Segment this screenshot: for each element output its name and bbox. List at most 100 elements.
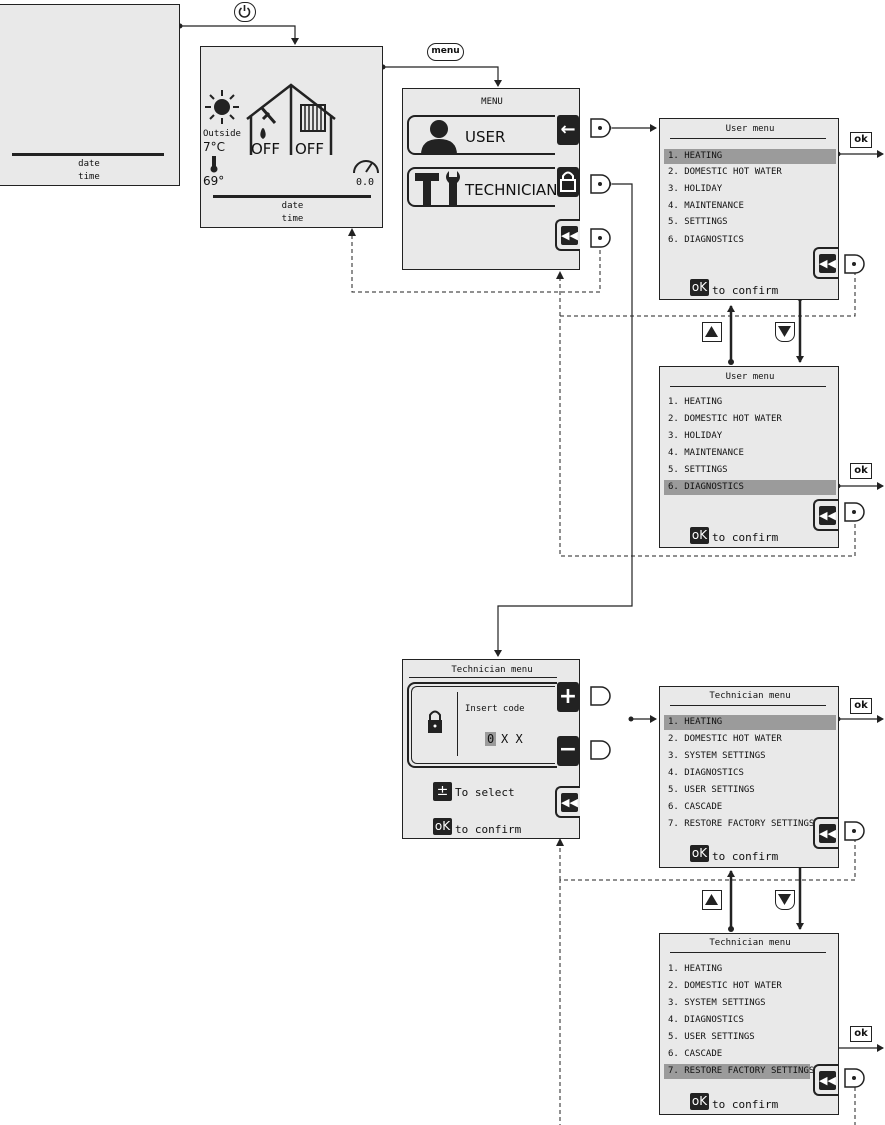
power-icon xyxy=(238,5,251,18)
title-rule xyxy=(670,705,826,706)
outside-label: Outside xyxy=(203,129,241,139)
user-menu-title: User menu xyxy=(725,372,775,382)
list-item[interactable]: 3. HOLIDAY xyxy=(668,184,723,194)
rewind-button[interactable]: ◀◀ xyxy=(555,219,580,251)
back-arrow-button[interactable]: ← xyxy=(557,115,579,145)
user-menu-title: User menu xyxy=(725,124,775,134)
list-item[interactable]: 3. SYSTEM SETTINGS xyxy=(668,751,766,761)
arrow-down-icon xyxy=(778,326,791,337)
select-key-minus[interactable] xyxy=(590,740,612,760)
arrow-down-icon xyxy=(778,894,791,905)
code-screen-title: Technician menu xyxy=(451,665,533,675)
minus-button[interactable]: − xyxy=(557,736,579,766)
list-item[interactable]: 4. DIAGNOSTICS xyxy=(668,1015,744,1025)
confirm-label: to confirm xyxy=(712,1098,779,1111)
down-button[interactable] xyxy=(775,322,795,342)
list-item[interactable]: 4. MAINTENANCE xyxy=(668,448,744,458)
outside-temperature: 7°C xyxy=(203,140,226,154)
select-key-user[interactable] xyxy=(590,118,612,138)
list-item[interactable]: 1. HEATING xyxy=(664,715,836,730)
date-label: date xyxy=(281,201,304,211)
rewind-icon: ◀◀ xyxy=(819,1071,836,1090)
user-option[interactable]: USER xyxy=(407,115,555,155)
screen-insert-code: Technician menu Insert code 0 X X + − ± … xyxy=(402,659,580,839)
rewind-button[interactable]: ◀◀ xyxy=(813,499,838,531)
list-item[interactable]: 2. DOMESTIC HOT WATER xyxy=(668,414,782,424)
confirm-label: to confirm xyxy=(455,823,522,836)
list-item[interactable]: 3. SYSTEM SETTINGS xyxy=(668,998,766,1008)
plus-minus-icon: ± xyxy=(433,782,452,801)
list-item[interactable]: 6. DIAGNOSTICS xyxy=(668,235,744,245)
rewind-button[interactable]: ◀◀ xyxy=(813,247,838,279)
confirm-label: to confirm xyxy=(712,850,779,863)
confirm-label: to confirm xyxy=(712,531,779,544)
arrow-power-to-home xyxy=(180,25,299,45)
technician-option[interactable]: TECHNICIAN xyxy=(407,167,557,207)
code-digits-rest: X X xyxy=(501,732,523,746)
code-panel: Insert code 0 X X xyxy=(407,682,557,768)
rewind-icon: ◀◀ xyxy=(561,793,578,812)
list-item[interactable]: 5. SETTINGS xyxy=(668,465,728,475)
title-rule xyxy=(670,138,826,139)
list-item[interactable]: 6. CASCADE xyxy=(668,1049,723,1059)
house-icon xyxy=(246,83,336,155)
screen-home: Outside 7°C 69° OFF OFF 0.0 date time xyxy=(200,46,383,228)
select-key-back[interactable] xyxy=(844,821,866,841)
rewind-button[interactable]: ◀◀ xyxy=(813,817,838,849)
ok-button[interactable]: ok xyxy=(850,463,872,479)
list-item[interactable]: 1. HEATING xyxy=(668,397,723,407)
select-label: To select xyxy=(455,786,515,799)
select-key-back[interactable] xyxy=(844,502,866,522)
screen-technician-menu-heating: Technician menu 1. HEATING 2. DOMESTIC H… xyxy=(659,686,839,868)
divider xyxy=(213,195,371,198)
ok-icon: oK xyxy=(690,845,709,862)
rewind-button[interactable]: ◀◀ xyxy=(813,1064,838,1096)
ok-button[interactable]: ok xyxy=(850,1026,872,1042)
plus-button[interactable]: + xyxy=(557,682,579,712)
select-key-back[interactable] xyxy=(590,228,612,248)
list-item[interactable]: 2. DOMESTIC HOT WATER xyxy=(668,981,782,991)
list-item[interactable]: 1. HEATING xyxy=(668,964,723,974)
select-key-plus[interactable] xyxy=(590,686,612,706)
list-item[interactable]: 7. RESTORE FACTORY SETTINGS xyxy=(664,1064,814,1079)
list-item[interactable]: 6. CASCADE xyxy=(668,802,723,812)
list-item[interactable]: 2. DOMESTIC HOT WATER xyxy=(668,167,782,177)
screen-user-menu-heating: User menu 1. HEATING 2. DOMESTIC HOT WAT… xyxy=(659,118,839,300)
list-item[interactable]: 4. MAINTENANCE xyxy=(668,201,744,211)
screen-main-menu: MENU USER ← TECHNICIAN ◀◀ xyxy=(402,88,580,270)
list-item[interactable]: 5. USER SETTINGS xyxy=(668,785,755,795)
title-rule xyxy=(670,386,826,387)
time-label: time xyxy=(78,172,100,182)
lock-button[interactable] xyxy=(557,167,579,197)
list-item[interactable]: 4. DIAGNOSTICS xyxy=(668,768,744,778)
ok-button[interactable]: ok xyxy=(850,132,872,148)
select-key-back[interactable] xyxy=(844,254,866,274)
ok-button[interactable]: ok xyxy=(850,698,872,714)
rewind-icon: ◀◀ xyxy=(819,506,836,525)
list-item[interactable]: 3. HOLIDAY xyxy=(668,431,723,441)
code-digit-active[interactable]: 0 xyxy=(485,732,497,746)
list-item[interactable]: 2. DOMESTIC HOT WATER xyxy=(668,734,782,744)
arrow-menu-to-main xyxy=(383,66,502,87)
select-key-back[interactable] xyxy=(844,1068,866,1088)
up-button[interactable] xyxy=(702,890,722,910)
menu-title: MENU xyxy=(481,97,503,107)
ok-icon: oK xyxy=(690,279,709,296)
lock-icon xyxy=(560,171,576,192)
up-button[interactable] xyxy=(702,322,722,342)
down-button[interactable] xyxy=(775,890,795,910)
list-item[interactable]: 6. DIAGNOSTICS xyxy=(664,480,836,495)
arrow-up-icon xyxy=(705,326,718,337)
power-button[interactable] xyxy=(234,2,256,22)
ok-icon: oK xyxy=(433,818,452,835)
list-item[interactable]: 5. USER SETTINGS xyxy=(668,1032,755,1042)
select-key-technician[interactable] xyxy=(590,174,612,194)
screen-standby: date time xyxy=(0,4,180,186)
list-item[interactable]: 1. HEATING xyxy=(664,149,836,164)
list-item[interactable]: 5. SETTINGS xyxy=(668,217,728,227)
tech-menu-title: Technician menu xyxy=(709,691,791,701)
menu-button[interactable]: menu xyxy=(427,43,464,61)
rewind-button[interactable]: ◀◀ xyxy=(555,786,580,818)
sun-icon xyxy=(205,90,239,124)
list-item[interactable]: 7. RESTORE FACTORY SETTINGS xyxy=(668,819,815,829)
